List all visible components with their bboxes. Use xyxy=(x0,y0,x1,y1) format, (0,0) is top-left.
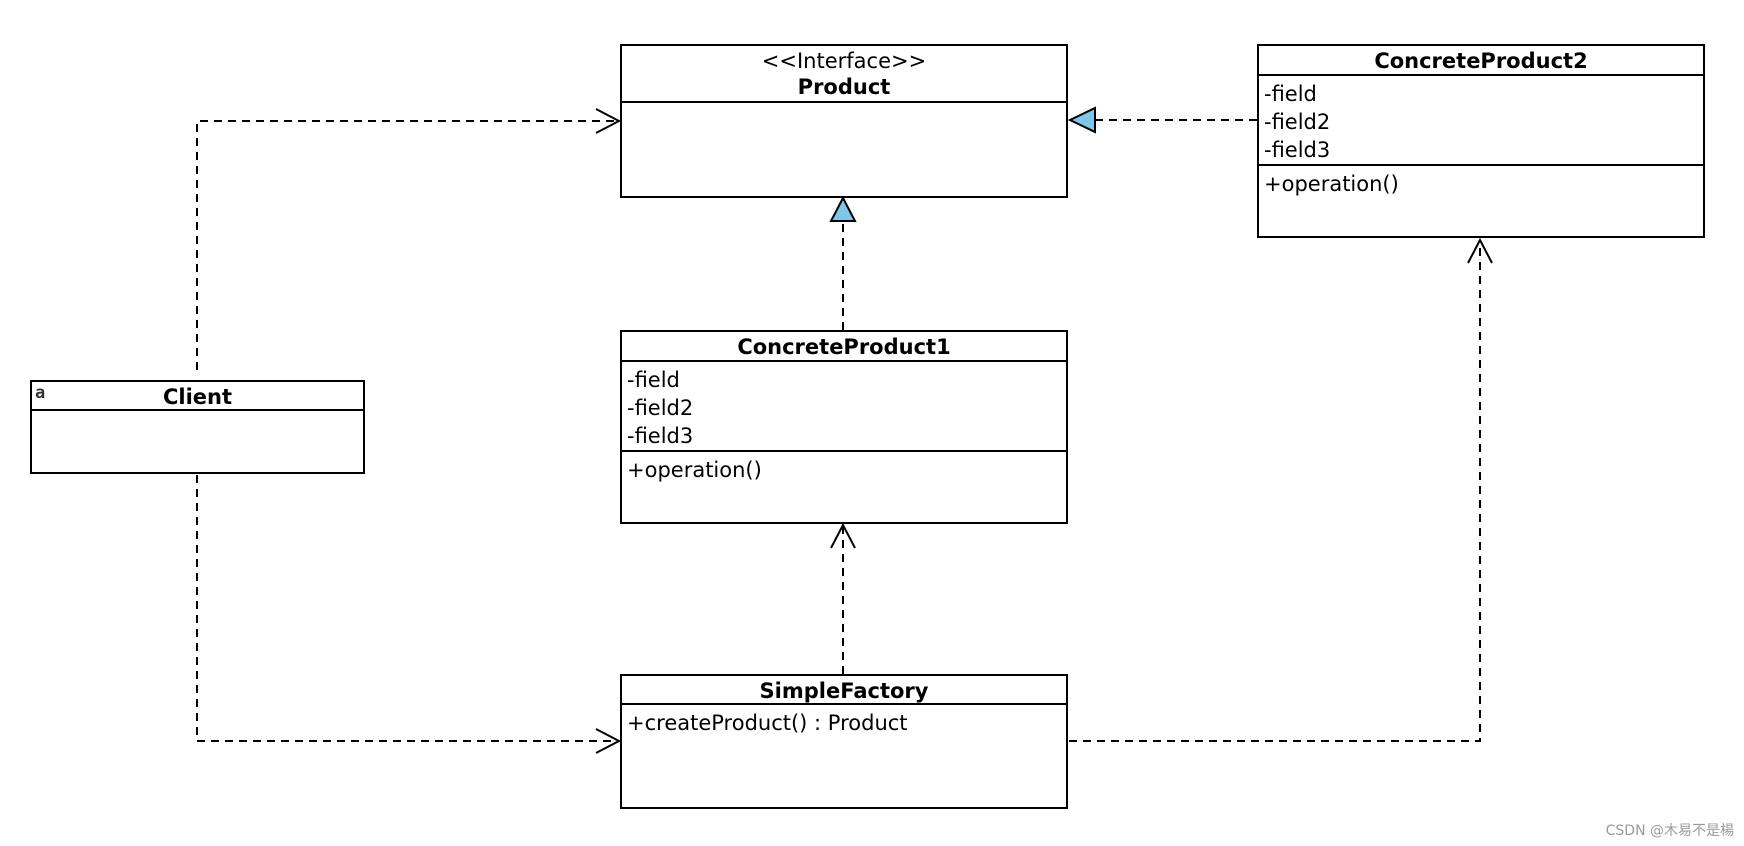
class-concreteproduct2-operations: +operation() xyxy=(1259,166,1703,200)
class-name: SimpleFactory xyxy=(759,679,929,703)
operation: +createProduct() : Product xyxy=(627,711,908,735)
attribute: -field2 xyxy=(627,396,694,420)
class-product-body xyxy=(622,103,1066,109)
arrowhead-open-simplefactory xyxy=(595,728,622,754)
class-product[interactable]: <<Interface>> Product xyxy=(620,44,1068,198)
class-simplefactory-operations: +createProduct() : Product xyxy=(622,705,1066,739)
arrowhead-open-concreteproduct2 xyxy=(1467,237,1493,264)
operation: +operation() xyxy=(1264,172,1399,196)
arrowhead-open-product xyxy=(595,108,622,134)
class-client-body xyxy=(32,411,363,417)
class-concreteproduct1-operations: +operation() xyxy=(622,452,1066,486)
class-client[interactable]: a Client xyxy=(30,380,365,474)
connector-client-to-simplefactory xyxy=(196,475,619,742)
connector-client-to-product xyxy=(196,120,619,370)
operation: +operation() xyxy=(627,458,762,482)
arrowhead-realization-concreteproduct1 xyxy=(829,195,857,222)
class-product-header: <<Interface>> Product xyxy=(622,46,1066,103)
arrowhead-realization-concreteproduct2 xyxy=(1067,106,1096,134)
class-simplefactory[interactable]: SimpleFactory +createProduct() : Product xyxy=(620,674,1068,809)
watermark: CSDN @木易不是楊 xyxy=(1605,823,1734,839)
class-concreteproduct1-header: ConcreteProduct1 xyxy=(622,332,1066,362)
class-concreteproduct2-attributes: -field -field2 -field3 xyxy=(1259,76,1703,166)
class-client-header: a Client xyxy=(32,382,363,411)
attribute: -field2 xyxy=(1264,110,1331,134)
class-concreteproduct1-attributes: -field -field2 -field3 xyxy=(622,362,1066,452)
arrowhead-open-concreteproduct1 xyxy=(830,522,856,549)
class-name: ConcreteProduct1 xyxy=(737,335,951,359)
class-name: Client xyxy=(162,385,233,409)
connector-simplefactory-to-concreteproduct2 xyxy=(1069,240,1481,742)
attribute: -field xyxy=(627,368,680,392)
attribute: -field3 xyxy=(1264,138,1331,162)
class-concreteproduct2[interactable]: ConcreteProduct2 -field -field2 -field3 … xyxy=(1257,44,1705,238)
attribute: -field3 xyxy=(627,424,694,448)
class-name: ConcreteProduct2 xyxy=(1374,49,1588,73)
class-name: Product xyxy=(797,75,891,99)
class-concreteproduct1[interactable]: ConcreteProduct1 -field -field2 -field3 … xyxy=(620,330,1068,524)
class-type-icon: a xyxy=(35,383,46,403)
class-simplefactory-header: SimpleFactory xyxy=(622,676,1066,705)
stereotype-label: <<Interface>> xyxy=(761,49,927,73)
class-concreteproduct2-header: ConcreteProduct2 xyxy=(1259,46,1703,76)
attribute: -field xyxy=(1264,82,1317,106)
